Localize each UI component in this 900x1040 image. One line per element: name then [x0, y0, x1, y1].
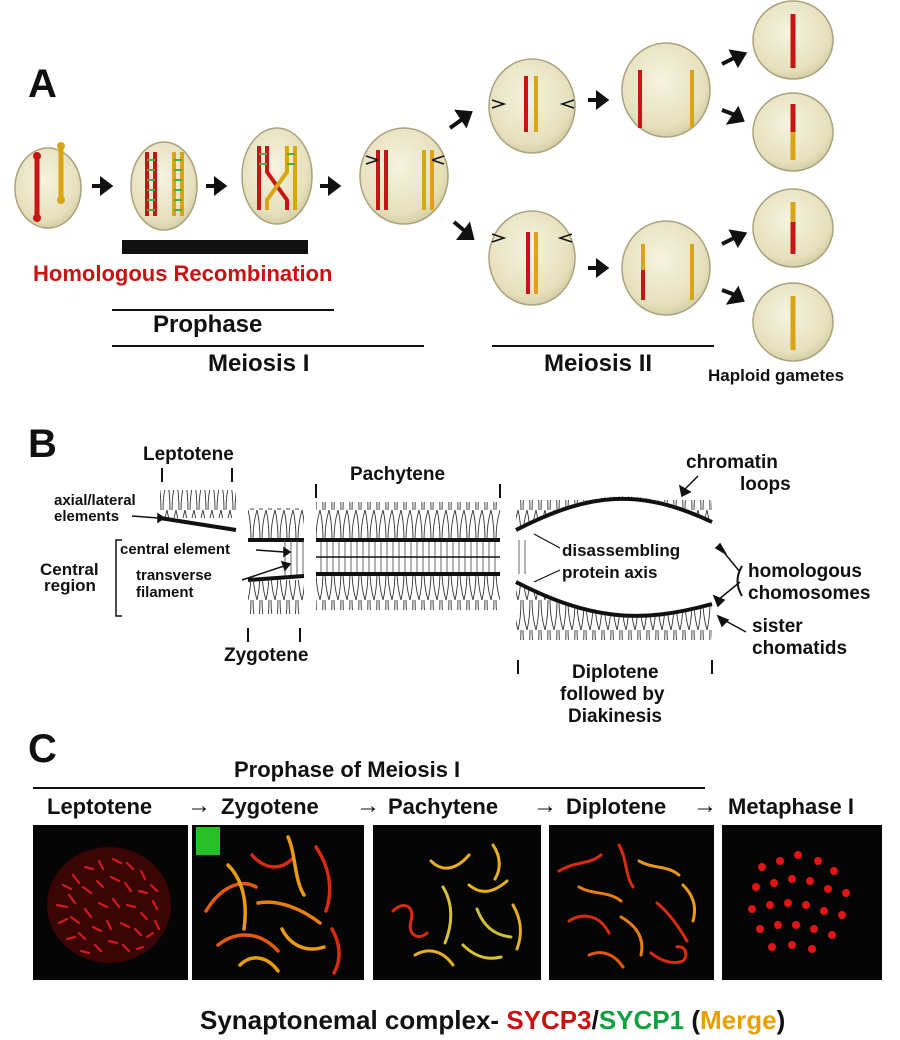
micrograph-zygotene	[192, 825, 364, 980]
central-region-label-1: Central	[40, 560, 99, 579]
micrograph-metaphase-i	[722, 825, 882, 980]
homologous-label-1: homologous	[748, 561, 862, 582]
gamete-2	[752, 92, 834, 172]
micrograph-pachytene	[373, 825, 541, 980]
cell-anaphase-ii-bottom	[621, 220, 711, 316]
micrograph-leptotene	[33, 825, 188, 980]
caption-sycp3: SYCP3	[506, 1005, 592, 1035]
gamete-3	[752, 188, 834, 268]
arrow-icon: →	[533, 792, 557, 819]
stage-label-zygotene: Zygotene	[221, 794, 319, 819]
cell-meiosis-ii-top	[488, 58, 576, 154]
cell-interphase	[14, 142, 82, 229]
diplotene-axes	[515, 496, 713, 640]
arrow-icon: →	[356, 792, 380, 819]
pachytene-label: Pachytene	[350, 464, 446, 485]
leptotene-label: Leptotene	[143, 444, 234, 465]
transverse-filament-label-1: transverse	[136, 567, 212, 584]
cell-metaphase-i	[359, 127, 449, 225]
arrow-icon	[721, 105, 745, 125]
meiosis-ii-label: Meiosis II	[544, 350, 653, 377]
diplotene-label-2: followed by	[560, 684, 665, 705]
gamete-1	[752, 0, 834, 80]
central-element-label: central element	[120, 541, 231, 558]
leptotene-axis	[159, 490, 237, 532]
central-region-label-2: region	[44, 576, 96, 595]
arrow-icon	[721, 229, 748, 249]
meiosis-i-label: Meiosis I	[208, 350, 310, 377]
arrow-icon	[92, 176, 114, 196]
homologous-recombination-label: Homologous Recombination	[33, 261, 333, 286]
haploid-gametes-label: Haploid gametes	[708, 366, 845, 385]
sister-chromatids-label-1: sister	[752, 616, 803, 637]
zygotene-label: Zygotene	[224, 645, 309, 666]
stage-label-metaphase-i: Metaphase I	[728, 794, 854, 819]
panel-a-diagram	[14, 0, 834, 362]
axial-lateral-label-2: elements	[54, 508, 120, 525]
panel-c-letter: C	[28, 727, 57, 771]
axial-lateral-label-1: axial/lateral	[54, 492, 136, 509]
meiosis-i-rule	[112, 345, 424, 347]
sister-chromatids-label-2: chomatids	[752, 638, 848, 659]
pachytene-complex	[316, 502, 500, 610]
transverse-filament-label-2: filament	[136, 584, 194, 601]
prophase-label: Prophase	[153, 311, 263, 338]
disassembling-label-2: protein axis	[562, 563, 658, 582]
cell-crossover	[241, 127, 313, 225]
arrow-icon	[206, 176, 228, 196]
recombination-bar	[122, 240, 308, 254]
caption-paren-open: (	[691, 1005, 700, 1035]
homologous-label-2: chomosomes	[748, 583, 871, 604]
stage-label-leptotene: Leptotene	[47, 794, 153, 819]
arrow-icon	[588, 90, 610, 110]
zygotene-axes	[247, 508, 305, 614]
panel-a-letter: A	[28, 62, 57, 106]
stage-label-diplotene: Diplotene	[566, 794, 667, 819]
arrow-icon	[448, 109, 473, 130]
arrow-icon: →	[693, 792, 717, 819]
cell-meiosis-ii-bottom	[488, 210, 576, 306]
prophase-of-meiosis-i-label: Prophase of Meiosis I	[234, 757, 461, 782]
gamete-4	[752, 282, 834, 362]
panel-b-letter: B	[28, 422, 57, 466]
stage-label-pachytene: Pachytene	[388, 794, 499, 819]
arrow-icon: →	[187, 792, 211, 819]
caption-slash: /	[591, 1005, 599, 1035]
chromatin-loops-label-2: loops	[740, 474, 791, 495]
disassembling-label-1: disassembling	[562, 541, 681, 560]
diplotene-label-1: Diplotene	[572, 662, 659, 683]
diplotene-label-3: Diakinesis	[568, 706, 662, 727]
cell-synapsis	[130, 141, 198, 231]
prophase-of-meiosis-i-rule	[33, 787, 705, 789]
meiosis-ii-rule	[492, 345, 714, 347]
prophase-rule	[112, 309, 334, 311]
micrograph-diplotene	[549, 825, 714, 980]
caption-prefix: Synaptonemal complex-	[200, 1005, 500, 1035]
arrow-icon	[588, 258, 610, 278]
caption-merge: Merge	[699, 1005, 777, 1035]
chromatin-loops-label-1: chromatin	[686, 452, 778, 473]
cell-anaphase-ii-top	[621, 42, 711, 138]
synaptonemal-caption: Synaptonemal complex- SYCP3/SYCP1 (Merge…	[200, 1005, 785, 1036]
arrow-icon	[721, 49, 748, 69]
arrow-icon	[320, 176, 342, 196]
arrow-icon	[721, 285, 745, 305]
caption-sycp1: SYCP1	[598, 1005, 685, 1035]
arrow-icon	[452, 220, 475, 240]
caption-paren-close: )	[776, 1005, 786, 1035]
